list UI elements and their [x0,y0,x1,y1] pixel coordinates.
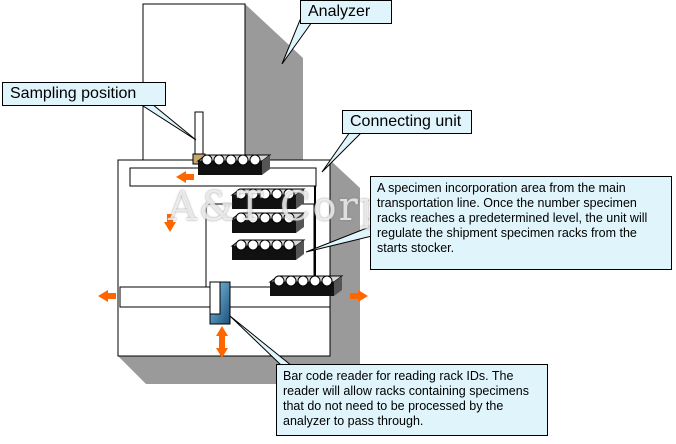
analyzer-label: Analyzer [300,0,392,24]
rack-stock-2 [230,212,306,233]
connecting-unit-label: Connecting unit [342,110,472,134]
sampling-position-label: Sampling position [2,82,166,106]
inner-frame-right [314,186,316,288]
pointer-connecting [321,131,364,173]
arrow-left-exit [98,290,116,302]
rack-incoming [268,275,344,296]
arrow-down-left [164,214,176,232]
bar-code-reader-note: Bar code reader for reading rack IDs. Th… [276,364,548,436]
incorporation-area-note: A specimen incorporation area from the m… [370,176,672,270]
connecting-unit-shadow [118,160,360,384]
rack-stock-1 [230,188,306,209]
arrow-left-top [176,171,194,183]
arrow-left-incoming [350,290,368,302]
flow-arrows [98,171,368,358]
arrow-down-reader [216,342,228,358]
bar-code-reader-face [209,281,221,315]
rack-stock-3 [230,239,306,260]
rack-top [196,154,272,175]
arrow-up-reader [216,326,228,342]
